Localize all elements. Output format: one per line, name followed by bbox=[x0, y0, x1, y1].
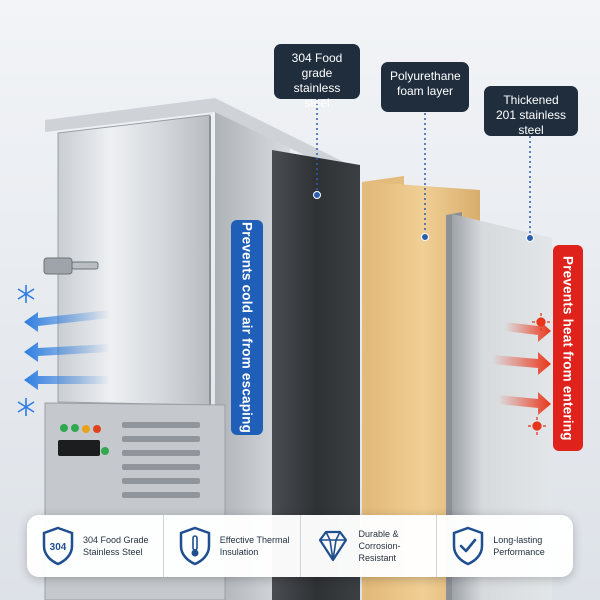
layer-201-stainless bbox=[452, 214, 552, 600]
banner-heat-text: Prevents heat from entering bbox=[560, 255, 576, 441]
snowflake-icon bbox=[17, 285, 35, 416]
sun-icon bbox=[528, 313, 550, 435]
door-panel bbox=[57, 114, 211, 406]
feature-durable: Durable & Corrosion-Resistant bbox=[299, 515, 437, 577]
control-panel bbox=[58, 424, 109, 456]
feature-label: 304 Food Grade Stainless Steel bbox=[83, 535, 149, 557]
diamond-icon bbox=[318, 530, 347, 562]
cabinet-top bbox=[45, 98, 360, 182]
feature-label: Long-lasting Performance bbox=[493, 535, 545, 557]
feature-label: Durable & Corrosion-Resistant bbox=[358, 529, 401, 563]
feature-304-steel: 304 304 Food Grade Stainless Steel bbox=[27, 515, 163, 577]
banner-cold-air-text: Prevents cold air from escaping bbox=[239, 221, 255, 434]
callout-304-stainless: 304 Food grade stainless steel bbox=[274, 44, 360, 110]
thermometer-shield-icon bbox=[179, 526, 210, 566]
304-badge-text: 304 bbox=[50, 542, 67, 553]
304-shield-icon: 304 bbox=[42, 526, 74, 566]
door-latch bbox=[43, 257, 99, 275]
callout-201-stainless: Thickened 201 stainless steel bbox=[484, 86, 578, 137]
feature-label: Effective Thermal Insulation bbox=[219, 535, 290, 557]
vent-grille bbox=[122, 422, 200, 498]
layer-304-stainless bbox=[272, 150, 360, 600]
banner-cold-air: Prevents cold air from escaping bbox=[231, 220, 263, 435]
banner-heat: Prevents heat from entering bbox=[553, 245, 583, 451]
check-shield-icon bbox=[453, 526, 484, 566]
feature-bar: 304 304 Food Grade Stainless Steel Effec… bbox=[27, 515, 573, 577]
callout-polyurethane-foam: Polyurethane foam layer bbox=[381, 62, 469, 112]
feature-long-lasting: Long-lasting Performance bbox=[436, 515, 573, 577]
feature-thermal-insulation: Effective Thermal Insulation bbox=[162, 515, 300, 577]
cold-air-arrows bbox=[24, 310, 110, 390]
